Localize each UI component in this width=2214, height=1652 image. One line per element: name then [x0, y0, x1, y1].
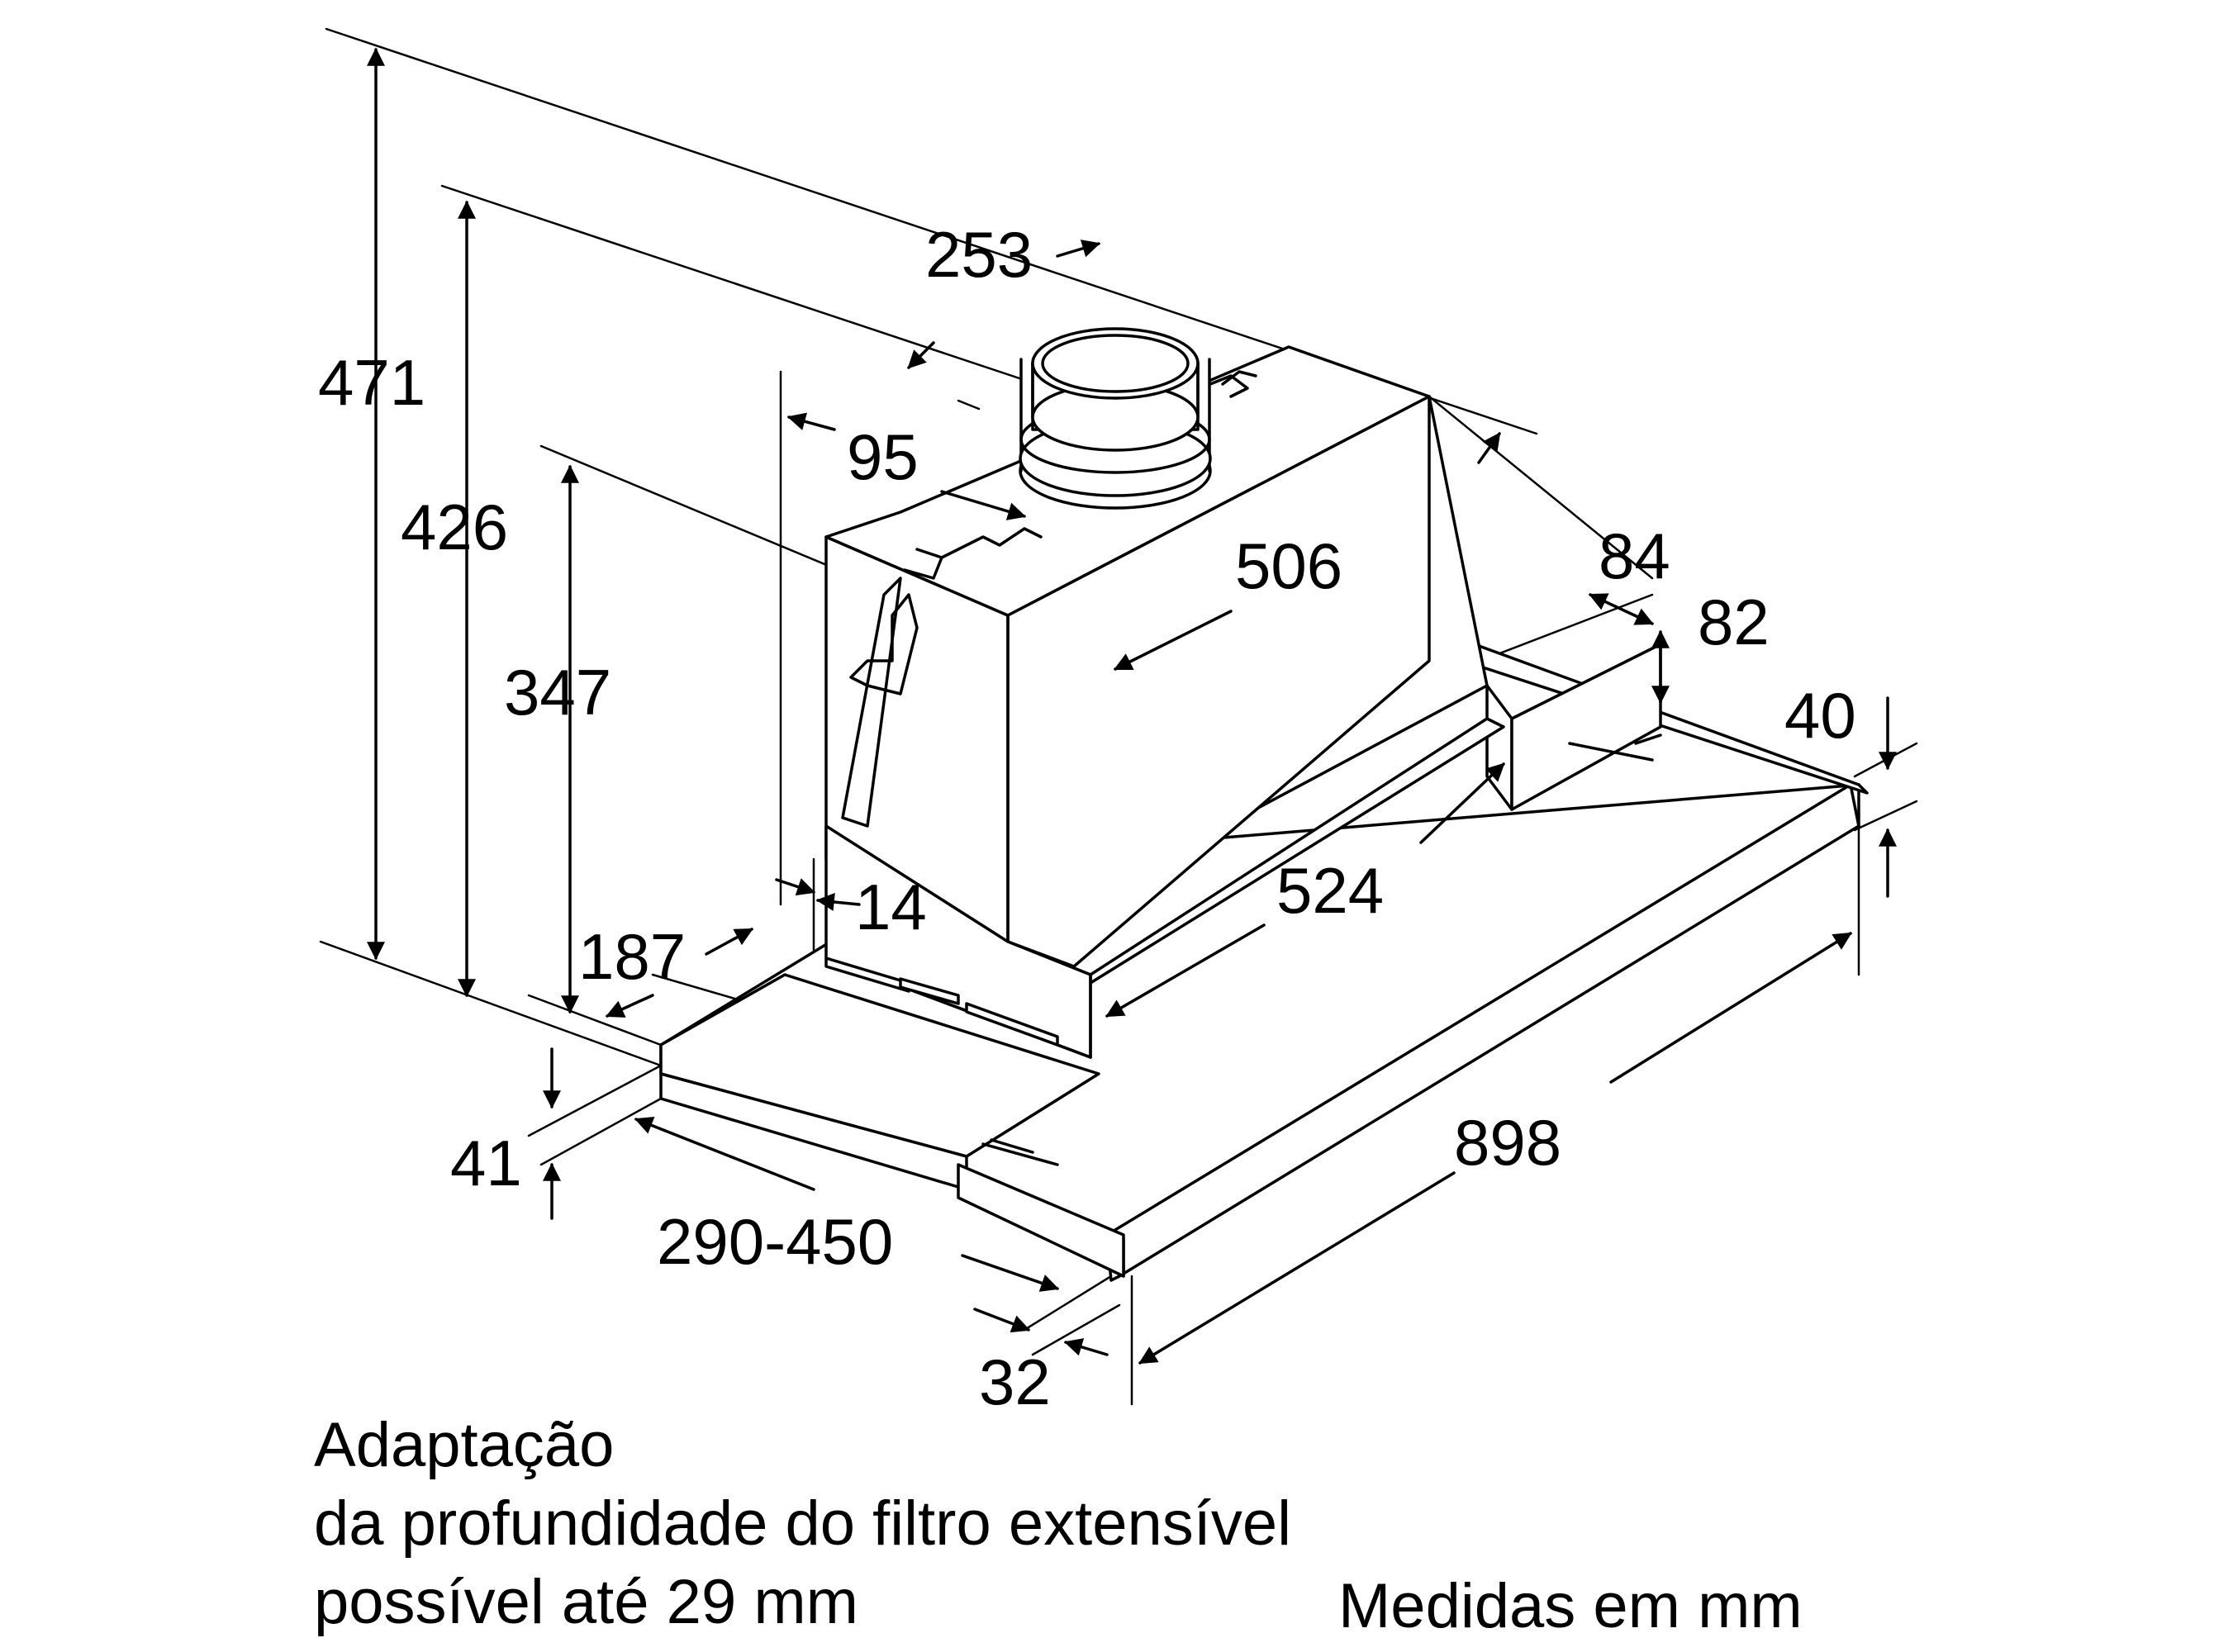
dim-14: 14: [855, 871, 927, 943]
dim-506: 506: [1235, 529, 1342, 602]
dim-524: 524: [1276, 854, 1384, 927]
dim-32: 32: [979, 1346, 1051, 1418]
footnote: Adaptação da profundidade do filtro exte…: [314, 1410, 1803, 1641]
note-line-1: Adaptação: [314, 1410, 614, 1480]
dim-347: 347: [504, 656, 611, 729]
dim-84: 84: [1599, 520, 1670, 592]
dim-426: 426: [401, 491, 508, 563]
dim-187: 187: [578, 920, 686, 993]
dim-290-450: 290-450: [657, 1205, 893, 1278]
note-line-3: possível até 29 mm: [314, 1567, 858, 1637]
dim-253: 253: [925, 218, 1033, 291]
note-line-2: da profundidade do filtro extensível: [314, 1488, 1291, 1559]
dim-898: 898: [1454, 1106, 1561, 1179]
dim-95: 95: [847, 420, 919, 493]
dim-82: 82: [1698, 586, 1770, 658]
dim-41: 41: [450, 1127, 522, 1199]
dimension-lines: [367, 47, 1897, 1365]
hood-body: [659, 327, 1869, 1282]
dim-40: 40: [1784, 679, 1856, 752]
dimension-labels: 253 471 426 95 506 347 84 82 40 14 524 1…: [318, 218, 1856, 1418]
dim-471: 471: [318, 346, 425, 419]
units-label: Medidas em mm: [1338, 1571, 1803, 1641]
